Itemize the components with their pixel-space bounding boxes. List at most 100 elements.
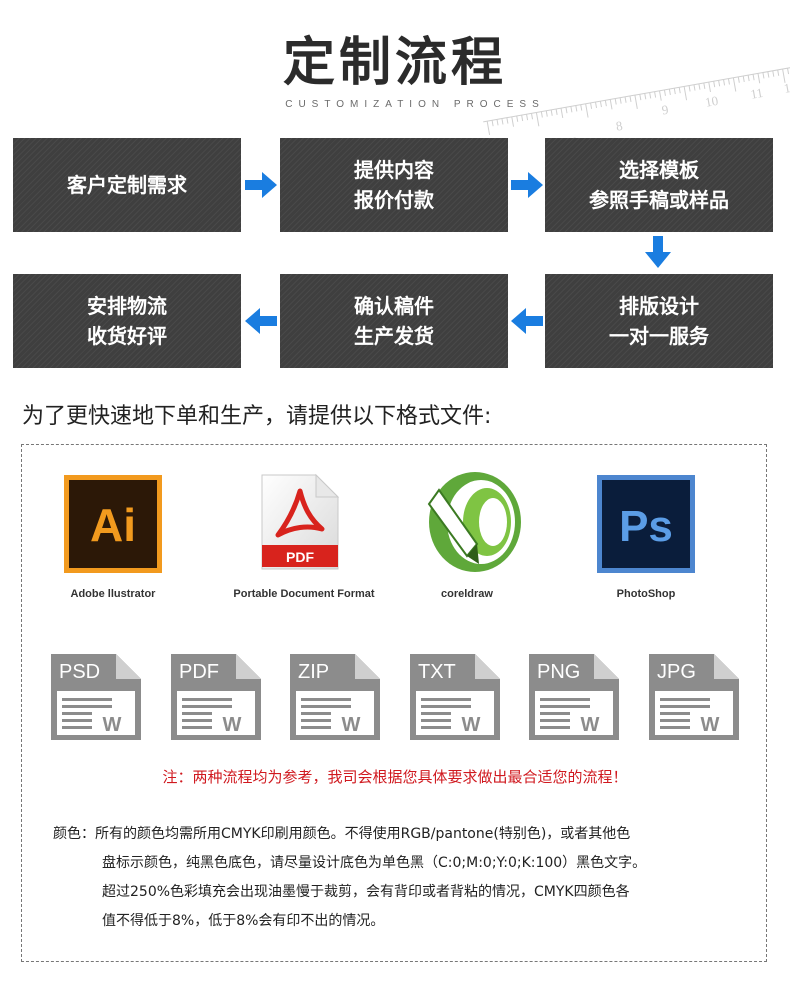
pdf-file-icon: W PDF bbox=[171, 654, 261, 740]
jpg-file-icon: W JPG bbox=[649, 654, 739, 740]
ruler-tick bbox=[491, 120, 494, 127]
ruler-tick bbox=[777, 69, 780, 76]
file-type-label: PDF bbox=[179, 661, 219, 683]
ruler-tick bbox=[762, 72, 765, 79]
ruler-tick bbox=[540, 111, 543, 118]
photoshop-icon: Ps bbox=[597, 475, 695, 573]
process-note: 注：两种流程均为参考，我司会根据您具体要求做出最合适您的流程！ bbox=[162, 768, 628, 786]
arrow-down-icon bbox=[645, 236, 671, 268]
ruler-tick bbox=[688, 85, 691, 92]
ruler-tick bbox=[782, 68, 786, 83]
file-glyph: W bbox=[701, 714, 720, 736]
software-label: PhotoShop bbox=[616, 588, 676, 600]
file-type-label: JPG bbox=[657, 661, 696, 683]
ruler-tick bbox=[609, 99, 613, 110]
ruler-tick bbox=[673, 88, 676, 95]
pdf-text: PDF bbox=[286, 549, 314, 565]
ruler-tick bbox=[604, 100, 607, 107]
ruler-tick bbox=[663, 89, 666, 96]
ruler-tick bbox=[496, 119, 499, 126]
ruler-number: 12 bbox=[783, 79, 790, 96]
file-glyph: W bbox=[103, 714, 122, 736]
ruler-number: 10 bbox=[704, 93, 719, 110]
file-type-label: PNG bbox=[537, 661, 580, 683]
software-label: Portable Document Format bbox=[233, 588, 375, 600]
ruler-tick bbox=[629, 95, 632, 102]
page-subtitle: CUSTOMIZATION PROCESS bbox=[285, 99, 545, 110]
ruler-tick bbox=[506, 117, 509, 124]
step-label: 排版设计 bbox=[619, 294, 699, 318]
ruler-tick bbox=[787, 68, 790, 75]
software-label: Adobe llustrator bbox=[70, 588, 156, 600]
color-note-line: 超过250%色彩填充会出现油墨慢于裁剪，会有背印或者背粘的情况，CMYK四颜色各 bbox=[102, 884, 630, 900]
file-glyph: W bbox=[581, 714, 600, 736]
ruler-tick bbox=[501, 118, 504, 125]
png-file-icon: W PNG bbox=[529, 654, 619, 740]
ruler-tick bbox=[723, 79, 726, 86]
ai-icon: Ai bbox=[64, 475, 162, 573]
coreldraw-icon bbox=[427, 472, 521, 572]
ruler-tick bbox=[555, 108, 558, 115]
arrow-left-icon bbox=[245, 308, 277, 334]
ruler-tick bbox=[580, 104, 583, 111]
ruler-tick bbox=[530, 113, 534, 120]
ruler-tick bbox=[575, 105, 578, 112]
ruler-tick bbox=[708, 81, 711, 93]
arrow-right-icon bbox=[511, 172, 543, 198]
ruler-tick bbox=[649, 92, 652, 99]
ruler-tick bbox=[521, 114, 524, 122]
ruler-tick bbox=[659, 90, 662, 101]
color-note-line: 颜色：所有的颜色均需所用CMYK印刷用颜色。不得使用RGB/pantone(特别… bbox=[53, 826, 631, 842]
ruler-tick bbox=[535, 112, 540, 127]
ruler-tick bbox=[757, 73, 761, 84]
ruler-tick bbox=[713, 81, 716, 88]
ruler-tick bbox=[634, 95, 638, 109]
ruler-tick bbox=[516, 115, 519, 122]
step-label: 确认稿件 bbox=[354, 294, 434, 318]
software-label: coreldraw bbox=[441, 588, 493, 600]
step-sublabel: 收货好评 bbox=[87, 324, 167, 348]
step-label: 客户定制需求 bbox=[67, 173, 187, 197]
step-label: 安排物流 bbox=[87, 294, 167, 318]
ruler-tick bbox=[639, 94, 642, 101]
ruler-number: 11 bbox=[749, 85, 764, 102]
color-note-line: 值不得低于8%，低于8%会有印不出的情况。 bbox=[102, 913, 385, 929]
file-format-panel bbox=[21, 444, 767, 962]
ruler-tick bbox=[624, 96, 627, 103]
step-sublabel: 生产发货 bbox=[354, 324, 434, 348]
ruler-number: 8 bbox=[615, 118, 624, 134]
ruler-tick bbox=[594, 101, 598, 109]
ruler-tick bbox=[550, 109, 553, 116]
ruler-number: 9 bbox=[661, 102, 670, 118]
ruler-tick bbox=[752, 74, 755, 81]
step-provide-content: 提供内容 报价付款 bbox=[280, 138, 508, 232]
step-label: 选择模板 bbox=[619, 158, 699, 182]
ruler-tick bbox=[614, 98, 617, 105]
step-layout-design: 排版设计 一对一服务 bbox=[545, 274, 773, 368]
arrow-right-icon bbox=[245, 172, 277, 198]
color-note-line: 盘标示颜色，纯黑色底色，请尽量设计底色为单色黑（C:0;M:0;Y:0;K:10… bbox=[102, 855, 647, 871]
ruler-tick bbox=[644, 93, 647, 100]
pdf-icon: PDF bbox=[261, 473, 340, 570]
ruler-tick bbox=[718, 80, 721, 87]
step-arrange-logistics: 安排物流 收货好评 bbox=[13, 274, 241, 368]
ruler-tick bbox=[565, 107, 568, 114]
ruler-tick bbox=[526, 114, 529, 121]
ruler-tick bbox=[693, 84, 696, 91]
file-glyph: W bbox=[342, 714, 361, 736]
file-glyph: W bbox=[223, 714, 242, 736]
ruler-tick bbox=[703, 82, 706, 89]
format-intro: 为了更快速地下单和生产，请提供以下格式文件: bbox=[22, 404, 492, 429]
ruler-tick bbox=[747, 75, 750, 82]
step-sublabel: 参照手稿或样品 bbox=[589, 188, 729, 212]
arrow-left-icon bbox=[511, 308, 543, 334]
ruler-tick bbox=[668, 88, 671, 96]
ruler-tick bbox=[772, 70, 775, 77]
file-glyph: W bbox=[462, 714, 481, 736]
file-type-label: PSD bbox=[59, 661, 100, 683]
ruler-tick bbox=[560, 108, 564, 119]
ruler-tick bbox=[486, 121, 491, 136]
ruler-tick bbox=[742, 75, 745, 82]
